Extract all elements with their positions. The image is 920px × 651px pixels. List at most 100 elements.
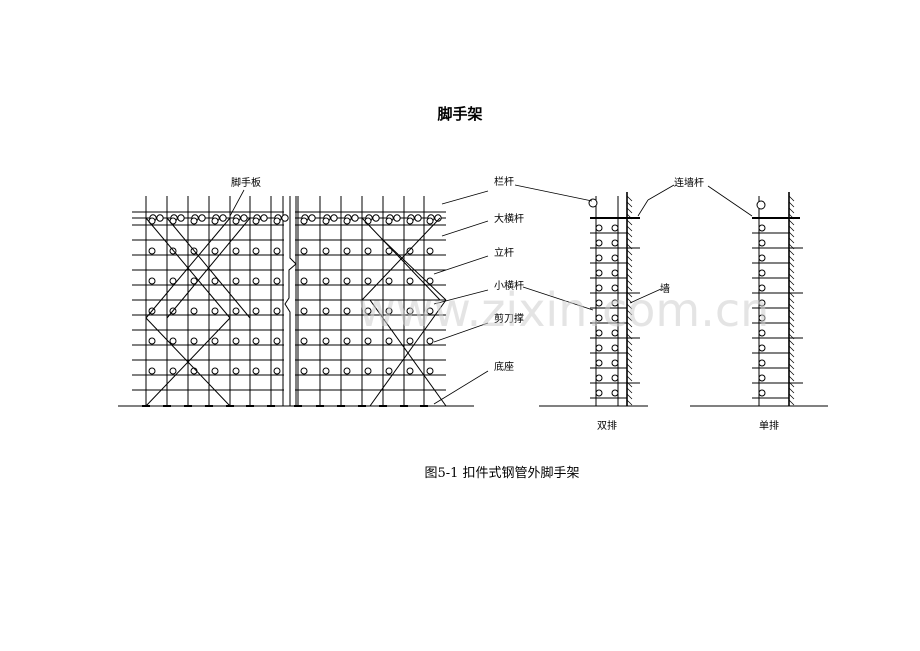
big-ledger xyxy=(611,239,619,247)
small-transom xyxy=(300,337,308,345)
small-transom xyxy=(177,214,185,222)
small-transom xyxy=(273,217,281,225)
big-ledger xyxy=(758,314,766,322)
big-ledger xyxy=(611,254,619,262)
small-transom xyxy=(252,247,260,255)
small-transom xyxy=(385,247,393,255)
small-transom xyxy=(364,277,372,285)
wall-hatch xyxy=(788,219,795,226)
big-ledger xyxy=(595,314,603,322)
big-ledger xyxy=(595,389,603,397)
wall-hatch xyxy=(788,267,795,274)
scissor-brace xyxy=(369,299,447,407)
small-transom xyxy=(148,247,156,255)
wall-hatch xyxy=(626,249,633,256)
small-transom xyxy=(240,214,248,222)
small-transom xyxy=(300,307,308,315)
big-ledger xyxy=(595,299,603,307)
wall-hatch xyxy=(788,351,795,358)
small-transom xyxy=(190,337,198,345)
big-ledger xyxy=(758,239,766,247)
wall-hatch xyxy=(626,339,633,346)
leader-line xyxy=(629,288,662,304)
big-ledger xyxy=(611,314,619,322)
small-transom xyxy=(232,217,240,225)
wall-hatch xyxy=(626,195,633,202)
big-ledger xyxy=(758,374,766,382)
small-transom xyxy=(252,217,260,225)
guardrail xyxy=(588,198,598,208)
wall-hatch xyxy=(626,321,633,328)
big-ledger xyxy=(595,329,603,337)
small-transom xyxy=(343,277,351,285)
small-transom xyxy=(190,307,198,315)
wall-hatch xyxy=(626,363,633,370)
big-ledger xyxy=(758,254,766,262)
small-transom xyxy=(426,307,434,315)
wall-hatch xyxy=(626,345,633,352)
wall-hatch xyxy=(788,303,795,310)
small-transom xyxy=(252,337,260,345)
small-transom xyxy=(190,217,198,225)
scissor-brace xyxy=(382,239,447,301)
small-transom xyxy=(252,277,260,285)
small-transom xyxy=(385,277,393,285)
small-transom xyxy=(232,307,240,315)
small-transom xyxy=(343,367,351,375)
wall-hatch xyxy=(626,267,633,274)
big-ledger xyxy=(611,284,619,292)
small-transom xyxy=(385,337,393,345)
leader-line xyxy=(637,199,649,217)
small-transom xyxy=(426,277,434,285)
leader-line xyxy=(707,185,753,217)
break-mark xyxy=(284,196,297,406)
small-transom xyxy=(393,214,401,222)
big-ledger xyxy=(611,389,619,397)
small-transom xyxy=(364,217,372,225)
small-transom xyxy=(406,337,414,345)
wall-hatch xyxy=(626,219,633,226)
leader-line xyxy=(441,190,489,205)
small-transom xyxy=(156,214,164,222)
small-transom xyxy=(219,214,227,222)
small-transom xyxy=(322,367,330,375)
wall-hatch xyxy=(788,345,795,352)
leader-lines xyxy=(229,184,753,405)
wall-hatch xyxy=(788,201,795,208)
small-transom xyxy=(426,217,434,225)
wall-hatch xyxy=(626,327,633,334)
big-ledger xyxy=(758,359,766,367)
wall-hatch xyxy=(626,255,633,262)
small-transom xyxy=(273,247,281,255)
small-transom xyxy=(385,217,393,225)
big-ledger xyxy=(758,389,766,397)
small-transom xyxy=(148,337,156,345)
leader-line xyxy=(433,289,489,305)
small-transom xyxy=(252,367,260,375)
wall-hatch xyxy=(626,375,633,382)
big-ledger xyxy=(595,224,603,232)
small-transom xyxy=(364,307,372,315)
figure-caption: 图5-1 扣件式钢管外脚手架 xyxy=(424,466,580,481)
wall-hatch xyxy=(626,309,633,316)
small-transom xyxy=(308,214,316,222)
big-ledger xyxy=(611,344,619,352)
wall-hatch xyxy=(788,375,795,382)
wall-hatch xyxy=(788,369,795,376)
small-transom xyxy=(232,247,240,255)
small-transom xyxy=(232,277,240,285)
leader-line xyxy=(433,322,489,343)
wall-hatch xyxy=(626,273,633,280)
big-ledger xyxy=(611,269,619,277)
small-transom xyxy=(232,337,240,345)
big-ledger xyxy=(595,269,603,277)
label-single-row: 单排 xyxy=(759,419,779,432)
big-ledger xyxy=(595,374,603,382)
label-upright: 立杆 xyxy=(494,246,514,259)
small-transom xyxy=(252,307,260,315)
wall-hatch xyxy=(788,237,795,244)
wall-hatch xyxy=(788,357,795,364)
wall-hatch xyxy=(788,393,795,400)
big-ledger xyxy=(611,224,619,232)
